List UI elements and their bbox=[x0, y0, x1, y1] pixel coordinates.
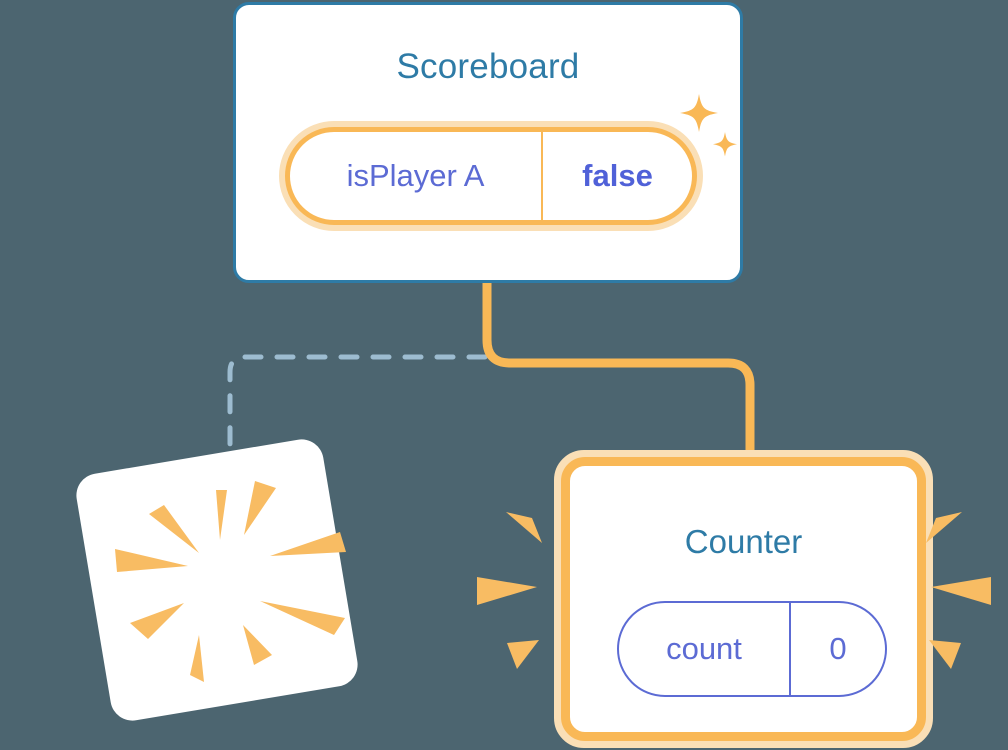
counter-state-pill[interactable]: count 0 bbox=[617, 601, 887, 697]
burst-ray bbox=[929, 640, 961, 669]
burst-ray bbox=[477, 577, 537, 605]
burst-ray bbox=[931, 577, 991, 605]
connector-scoreboard-to-counter bbox=[482, 283, 755, 462]
counter-title: Counter bbox=[684, 523, 803, 560]
sparkle-large-icon bbox=[680, 94, 718, 132]
counter-card[interactable]: Counter count 0 bbox=[554, 450, 933, 748]
counter-state-value: 0 bbox=[829, 631, 847, 666]
scoreboard-title: Scoreboard bbox=[396, 47, 580, 86]
burst-ray bbox=[506, 512, 542, 543]
sparkle-small-icon bbox=[713, 132, 737, 157]
scoreboard-state-pill[interactable]: isPlayer A false bbox=[279, 121, 703, 231]
scoreboard-state-key: isPlayer A bbox=[290, 132, 543, 220]
burst-ray bbox=[507, 640, 539, 669]
counter-card-inner: Counter count 0 bbox=[561, 457, 926, 741]
counter-state-key: count bbox=[619, 603, 791, 695]
scoreboard-card[interactable]: Scoreboard isPlayer A false bbox=[233, 2, 743, 283]
scoreboard-state-pill-inner: isPlayer A false bbox=[285, 127, 697, 225]
flash-card[interactable] bbox=[73, 436, 361, 724]
sparkle-icons-group bbox=[680, 94, 737, 157]
scoreboard-state-value: false bbox=[582, 158, 653, 193]
